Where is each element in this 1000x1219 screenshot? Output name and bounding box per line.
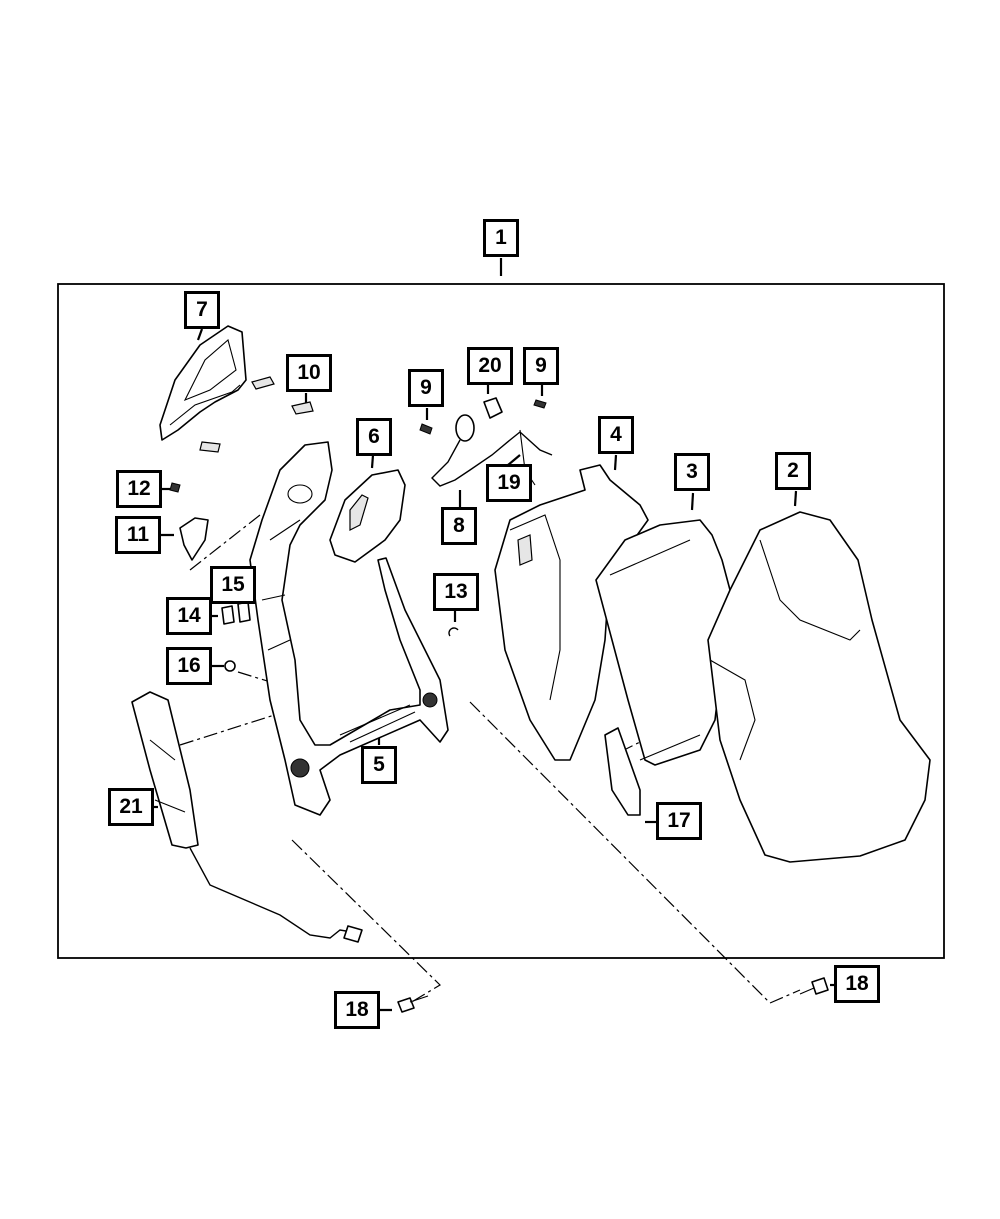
callout-11[interactable]: 11 (115, 516, 161, 554)
part-2-cover (707, 511, 931, 863)
part-7-shield (159, 325, 247, 441)
callout-18-right[interactable]: 18 (834, 965, 880, 1003)
callout-16[interactable]: 16 (166, 647, 212, 685)
callout-9-right[interactable]: 9 (523, 347, 559, 385)
callout-7[interactable]: 7 (184, 291, 220, 329)
part-6-panel (329, 469, 406, 563)
callout-8[interactable]: 8 (441, 507, 477, 545)
callout-10[interactable]: 10 (286, 354, 332, 392)
part-4-rear-trim (494, 464, 649, 761)
callout-4[interactable]: 4 (598, 416, 634, 454)
part-18-bolts (397, 977, 829, 1013)
callout-12[interactable]: 12 (116, 470, 162, 508)
assembly-boundary-box (57, 283, 945, 959)
callout-14[interactable]: 14 (166, 597, 212, 635)
part-21-airbag (131, 691, 363, 943)
part-17-bracket (604, 727, 641, 816)
callout-1[interactable]: 1 (483, 219, 519, 257)
callout-18-left[interactable]: 18 (334, 991, 380, 1029)
part-small-hardware (169, 482, 459, 672)
part-5-frame (249, 441, 449, 816)
callout-20[interactable]: 20 (467, 347, 513, 385)
part-9-screws (419, 399, 547, 435)
callout-21[interactable]: 21 (108, 788, 154, 826)
callout-6[interactable]: 6 (356, 418, 392, 456)
callout-5[interactable]: 5 (361, 746, 397, 784)
callout-2[interactable]: 2 (775, 452, 811, 490)
callout-9-left[interactable]: 9 (408, 369, 444, 407)
part-20-harness (431, 397, 553, 487)
callout-13[interactable]: 13 (433, 573, 479, 611)
callout-19[interactable]: 19 (486, 464, 532, 502)
callout-17[interactable]: 17 (656, 802, 702, 840)
callout-15[interactable]: 15 (210, 566, 256, 604)
callout-3[interactable]: 3 (674, 453, 710, 491)
part-10-labels (199, 376, 314, 453)
